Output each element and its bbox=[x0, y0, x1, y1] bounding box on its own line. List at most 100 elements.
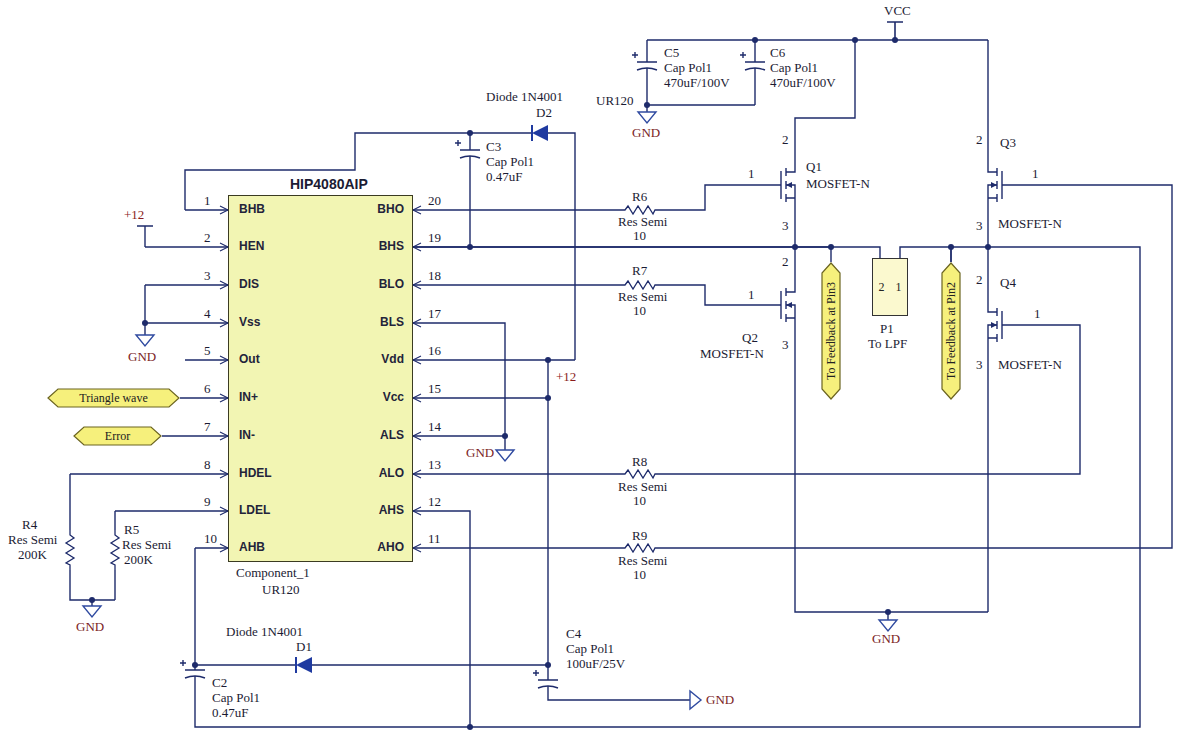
part-label: 10 bbox=[633, 304, 646, 318]
pin-number: 1 bbox=[204, 194, 211, 208]
pin-number: 16 bbox=[428, 344, 441, 358]
part-label: C4 bbox=[566, 627, 581, 641]
part-label: C2 bbox=[212, 676, 227, 690]
part-label: R8 bbox=[632, 455, 647, 469]
ground-label: GND bbox=[76, 620, 104, 634]
part-label: P1 bbox=[880, 322, 894, 336]
pin-name: DIS bbox=[239, 277, 259, 291]
pin-name: BHB bbox=[239, 202, 265, 216]
part-label: 3 bbox=[782, 219, 789, 233]
pin-number: 3 bbox=[204, 269, 211, 283]
part-label: 2 bbox=[782, 133, 789, 147]
pin-number: 19 bbox=[428, 231, 441, 245]
part-label: 10 bbox=[633, 494, 646, 508]
pin-number: 5 bbox=[204, 344, 211, 358]
resistor-symbol bbox=[620, 544, 660, 552]
part-label: Res Semi bbox=[8, 533, 57, 547]
pin-number: 20 bbox=[428, 194, 441, 208]
part-label: 0.47uF bbox=[212, 706, 248, 720]
pin-name: Vdd bbox=[381, 352, 404, 366]
pin-name: LDEL bbox=[239, 503, 270, 517]
part-label: Q1 bbox=[806, 160, 822, 174]
part-label: MOSFET-N bbox=[998, 358, 1062, 372]
pin-name: BLO bbox=[379, 277, 404, 291]
part-label: UR120 bbox=[262, 583, 300, 597]
signal-flag: Error bbox=[73, 426, 162, 446]
pin-number: 7 bbox=[204, 420, 211, 434]
part-label: D1 bbox=[296, 640, 312, 654]
part-label: Cap Pol1 bbox=[664, 61, 712, 75]
part-label: Diode 1N4001 bbox=[226, 625, 303, 639]
part-label: R4 bbox=[22, 518, 37, 532]
part-label: 2 bbox=[976, 273, 983, 287]
pin-name: HDEL bbox=[239, 466, 272, 480]
part-label: 470uF/100V bbox=[664, 76, 730, 90]
mosfet-symbol bbox=[765, 275, 795, 335]
part-label: R5 bbox=[124, 523, 139, 537]
ground-label: GND bbox=[632, 126, 660, 140]
part-label: Cap Pol1 bbox=[486, 155, 534, 169]
pin-name: AHS bbox=[379, 503, 404, 517]
wire-connector bbox=[180, 397, 228, 398]
part-label: Res Semi bbox=[618, 215, 667, 229]
capacitor-symbol bbox=[180, 660, 205, 678]
part-label: 3 bbox=[782, 338, 789, 352]
part-label: Res Semi bbox=[618, 480, 667, 494]
mosfet-symbol bbox=[765, 155, 795, 215]
pin-number: 2 bbox=[204, 231, 211, 245]
pin-number: 4 bbox=[204, 307, 211, 321]
pin-number: 2 bbox=[879, 280, 885, 294]
pin-number: 11 bbox=[428, 532, 441, 546]
ic-box: BHBHENDISVssOutIN+IN-HDELLDELAHBBHOBHSBL… bbox=[228, 195, 413, 562]
part-label: Q2 bbox=[742, 331, 758, 345]
part-label: C6 bbox=[770, 46, 785, 60]
mosfet-symbol bbox=[988, 295, 1018, 355]
wire-connector bbox=[413, 247, 831, 262]
part-label: R9 bbox=[632, 529, 647, 543]
wire bbox=[70, 40, 1172, 727]
part-label: 10 bbox=[633, 568, 646, 582]
pin-number: 8 bbox=[204, 458, 211, 472]
pin-name: Out bbox=[239, 352, 260, 366]
part-label: Component_1 bbox=[236, 566, 310, 580]
port-flag: To Feedback at Pin2 bbox=[941, 262, 961, 400]
ground-label: GND bbox=[872, 632, 900, 646]
pin-name: BLS bbox=[380, 315, 404, 329]
part-label: 100uF/25V bbox=[566, 657, 625, 671]
part-label: Cap Pol1 bbox=[566, 642, 614, 656]
part-label: C3 bbox=[486, 140, 501, 154]
ground-symbol bbox=[83, 112, 897, 709]
flag-text: To Feedback at Pin3 bbox=[824, 282, 838, 380]
part-label: Res Semi bbox=[618, 554, 667, 568]
pin-name: Vss bbox=[239, 315, 260, 329]
junction-dot bbox=[89, 37, 991, 730]
pin-name: Vcc bbox=[383, 390, 404, 404]
flag-shape-outline bbox=[74, 427, 161, 445]
part-label: 470uF/100V bbox=[770, 76, 836, 90]
pin-number: 12 bbox=[428, 495, 441, 509]
mosfet-symbol bbox=[988, 155, 1018, 215]
flag-shape-outline bbox=[822, 263, 840, 399]
pin-name: HEN bbox=[239, 239, 264, 253]
part-label: D2 bbox=[536, 106, 552, 120]
flag-shape-outline bbox=[942, 263, 960, 399]
wire-connector bbox=[413, 247, 1140, 727]
part-label: UR120 bbox=[596, 94, 634, 108]
pin-name: BHO bbox=[377, 202, 404, 216]
part-label: MOSFET-N bbox=[806, 177, 870, 191]
part-label: 3 bbox=[976, 219, 983, 233]
part-label: Res Semi bbox=[618, 290, 667, 304]
part-label: 200K bbox=[18, 548, 47, 562]
wire-connector bbox=[162, 435, 228, 436]
resistor-symbol bbox=[111, 530, 119, 570]
pin-name: ALS bbox=[380, 428, 404, 442]
part-label: 2 bbox=[976, 133, 983, 147]
ground-label: GND bbox=[128, 350, 156, 364]
resistor-symbol bbox=[66, 530, 74, 570]
part-label: 1 bbox=[1032, 167, 1039, 181]
part-label: Cap Pol1 bbox=[770, 61, 818, 75]
power-label: +12 bbox=[556, 370, 576, 384]
part-label: Q3 bbox=[1000, 136, 1016, 150]
part-label: Cap Pol1 bbox=[212, 691, 260, 705]
